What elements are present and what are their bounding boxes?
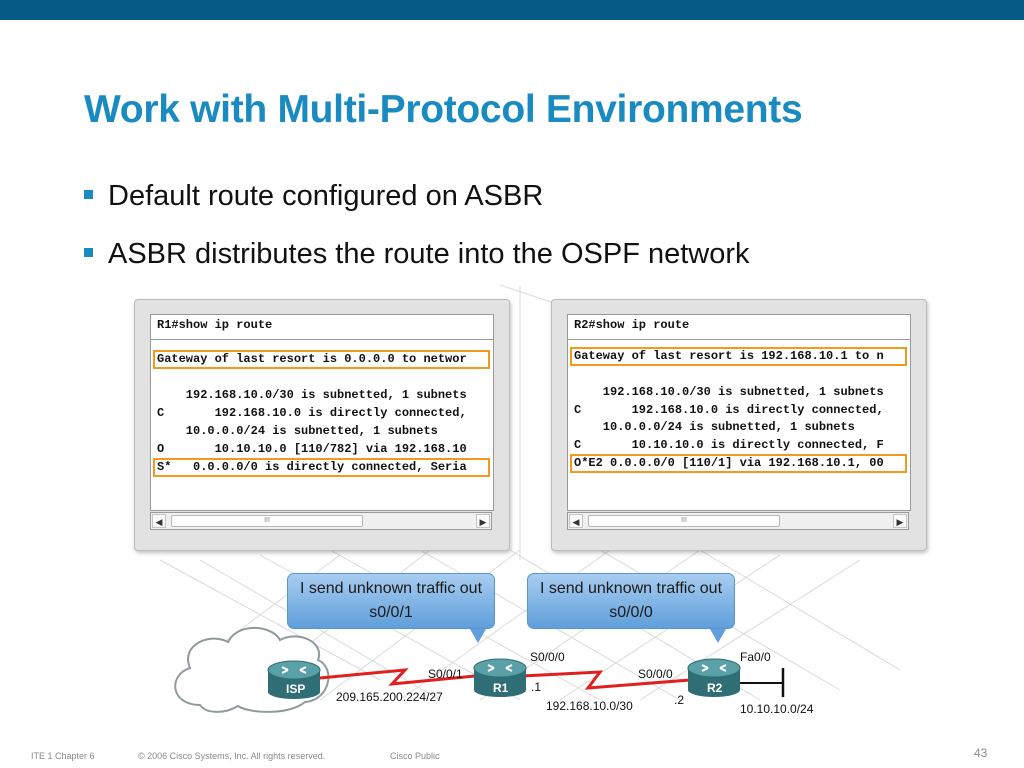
callout-line2: s0/0/1 (369, 604, 413, 621)
r1-s000-label: S0/0/0 (530, 650, 565, 664)
r2-label: R2 (707, 681, 723, 695)
bullet-square-icon (84, 190, 93, 199)
r1-callout: I send unknown traffic out s0/0/1 (287, 573, 495, 643)
callout-line1: I send unknown traffic out (299, 580, 483, 597)
slide-title: Work with Multi-Protocol Environments (84, 88, 803, 131)
isp-label: ISP (286, 682, 306, 696)
footer-course: ITE 1 Chapter 6 (31, 751, 95, 761)
route-line: C 10.10.10.0 is directly connected, F (574, 438, 884, 452)
route-line: Gateway of last resort is 192.168.10.1 t… (574, 349, 884, 363)
footer-classification: Cisco Public (390, 751, 440, 761)
callout-line1: I send unknown traffic out (539, 580, 723, 597)
r1-router-icon (473, 658, 527, 697)
bullet-asbr-distributes: ASBR distributes the route into the OSPF… (84, 238, 750, 271)
r1-r2-serial-link (521, 670, 691, 690)
route-line: 10.0.0.0/24 is subnetted, 1 subnets (574, 420, 855, 434)
route-line: 10.0.0.0/24 is subnetted, 1 subnets (157, 424, 438, 438)
terminal-divider (568, 339, 910, 340)
bullet-default-route: Default route configured on ASBR (84, 180, 543, 213)
callout-line2: s0/0/0 (609, 604, 653, 621)
footer-copyright: © 2006 Cisco Systems, Inc. All rights re… (138, 751, 326, 761)
gateway-highlight (153, 350, 490, 369)
callout-tail (710, 629, 726, 643)
route-line: O*E2 0.0.0.0/0 [110/1] via 192.168.10.1,… (574, 456, 884, 470)
r1-host-label: .1 (531, 680, 542, 694)
isp-r1-serial-link (319, 668, 476, 686)
r2-ethernet-link (738, 668, 785, 697)
route-line: 192.168.10.0/30 is subnetted, 1 subnets (157, 388, 467, 402)
scroll-right-icon[interactable]: ▶ (893, 514, 907, 528)
r1-command: R1#show ip route (157, 318, 273, 332)
terminal-divider (151, 339, 493, 340)
scroll-left-icon[interactable]: ◀ (569, 514, 583, 528)
r2-command: R2#show ip route (574, 318, 690, 332)
bullet-text: Default route configured on ASBR (108, 180, 544, 212)
r2-callout: I send unknown traffic out s0/0/0 (527, 573, 735, 643)
route-line: Gateway of last resort is 0.0.0.0 to net… (157, 352, 467, 366)
callout-tail (470, 629, 486, 643)
route-line: S* 0.0.0.0/0 is directly connected, Seri… (157, 460, 467, 474)
isp-network-label: 209.165.200.224/27 (336, 690, 443, 704)
r1-terminal-output: R1#show ip route Gateway of last resort … (150, 314, 494, 511)
r2-fa00-label: Fa0/0 (740, 650, 771, 664)
external-default-highlight (570, 454, 907, 473)
r1-horizontal-scrollbar[interactable]: ◀ III ▶ (150, 512, 492, 530)
bullet-text: ASBR distributes the route into the OSPF… (108, 238, 750, 270)
lan-network-label: 10.10.10.0/24 (740, 702, 814, 716)
bullet-square-icon (84, 248, 93, 257)
scroll-left-icon[interactable]: ◀ (152, 514, 166, 528)
top-banner (0, 0, 1024, 20)
scroll-right-icon[interactable]: ▶ (476, 514, 490, 528)
page-number: 43 (974, 746, 988, 760)
r2-s000-label: S0/0/0 (638, 667, 673, 681)
r2-route-table-window: R2#show ip route Gateway of last resort … (551, 299, 927, 551)
gateway-highlight (570, 347, 907, 366)
r1-label: R1 (493, 681, 509, 695)
r2-terminal-output: R2#show ip route Gateway of last resort … (567, 314, 911, 511)
r2-host-label: .2 (674, 693, 685, 707)
route-line: O 10.10.10.0 [110/782] via 192.168.10 (157, 442, 467, 456)
static-default-highlight (153, 458, 490, 477)
r2-horizontal-scrollbar[interactable]: ◀ III ▶ (567, 512, 909, 530)
route-line: C 192.168.10.0 is directly connected, (574, 403, 884, 417)
scroll-thumb[interactable]: III (171, 515, 363, 527)
route-line: 192.168.10.0/30 is subnetted, 1 subnets (574, 385, 884, 399)
r1-route-table-window: R1#show ip route Gateway of last resort … (134, 299, 510, 551)
r1-s001-label: S0/0/1 (428, 667, 463, 681)
scroll-thumb[interactable]: III (588, 515, 780, 527)
route-line: C 192.168.10.0 is directly connected, (157, 406, 467, 420)
r2-router-icon (687, 658, 741, 697)
isp-router-icon (267, 660, 321, 699)
r1-r2-network-label: 192.168.10.0/30 (546, 699, 633, 713)
